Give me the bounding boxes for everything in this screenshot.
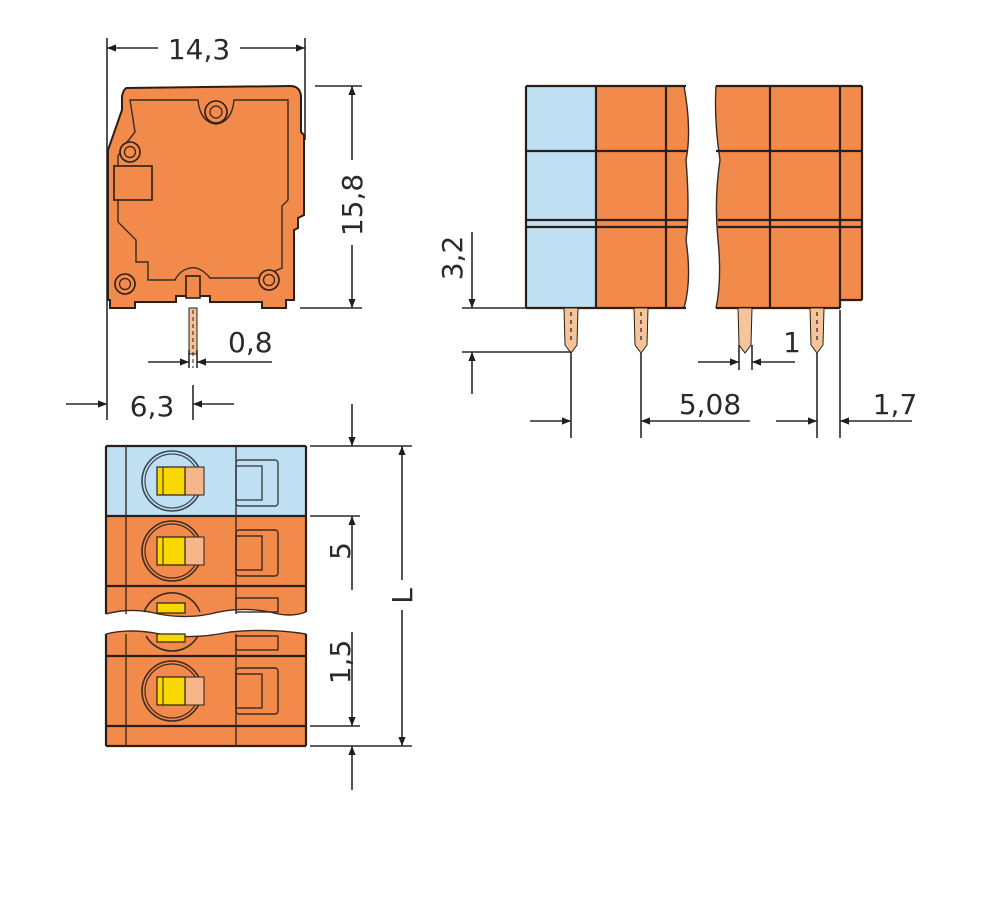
mounting-hole-inner xyxy=(209,105,223,119)
clamp-opening xyxy=(141,450,205,512)
front-view: 3,2 5,08 1,7 1 xyxy=(436,84,918,438)
mounting-hole xyxy=(204,100,228,124)
pin-width-label: 0,8 xyxy=(228,326,273,359)
side-view: 14,3 15,8 0,8 6,3 xyxy=(66,33,369,423)
top-view: 5 1,5 L xyxy=(104,404,419,790)
release-slot xyxy=(235,597,279,651)
pin-length-label: 3,2 xyxy=(436,236,469,281)
housing-module xyxy=(715,86,862,308)
housing-module-top xyxy=(106,630,306,746)
mounting-hole-inner xyxy=(123,145,137,159)
top-pitch-label: 5 xyxy=(324,542,357,560)
release-slot xyxy=(235,667,279,715)
mounting-hole xyxy=(114,273,136,295)
housing-module xyxy=(596,86,689,308)
top-edge-offset-label: 1,5 xyxy=(324,640,357,685)
clamp-opening xyxy=(141,660,205,722)
width-dimension-label: 14,3 xyxy=(168,33,230,66)
clamp-opening-partial xyxy=(143,591,201,652)
pitch-label: 5,08 xyxy=(679,388,741,421)
pin-socket xyxy=(185,275,201,299)
housing-module-top xyxy=(106,516,306,617)
clamp-opening xyxy=(141,520,205,582)
length-label: L xyxy=(386,588,419,604)
height-dimension-label: 15,8 xyxy=(336,174,369,236)
end-module xyxy=(526,86,596,308)
mounting-hole-inner xyxy=(118,277,132,291)
mounting-hole xyxy=(258,269,280,291)
end-module-top xyxy=(106,446,306,516)
mounting-hole xyxy=(119,141,141,163)
side-block xyxy=(113,165,153,201)
housing-side xyxy=(107,84,305,309)
pin-offset-label: 6,3 xyxy=(130,390,175,423)
release-slot xyxy=(235,529,279,577)
release-slot xyxy=(235,459,279,507)
solder-pins xyxy=(563,307,825,354)
pin-thickness-label: 1 xyxy=(783,326,801,359)
mounting-hole-inner xyxy=(262,273,276,287)
edge-offset-label: 1,7 xyxy=(873,388,918,421)
